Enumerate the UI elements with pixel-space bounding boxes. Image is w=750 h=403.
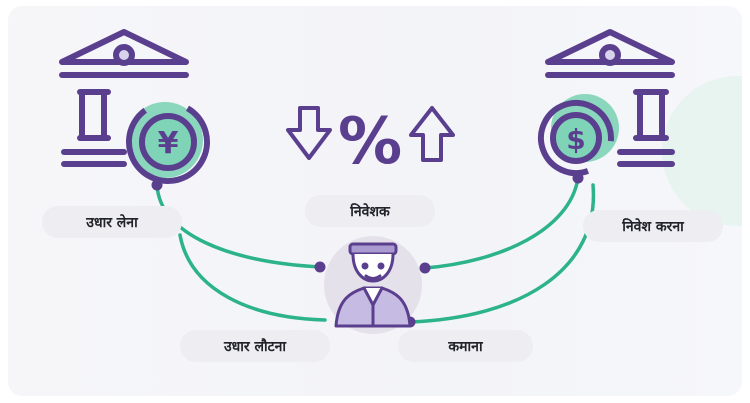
dollar-symbol: $ — [566, 123, 585, 156]
label-borrow: उधार लेना — [42, 206, 182, 238]
yen-coin-face — [139, 113, 197, 171]
investor-right-dot — [419, 262, 431, 274]
investor-person-icon — [334, 242, 412, 328]
repay-flow-line — [178, 233, 327, 322]
label-investor: निवेशक — [305, 195, 435, 227]
arrow-up-icon — [409, 106, 455, 162]
dollar-coin-face — [550, 112, 602, 164]
arrow-down-icon — [286, 106, 332, 160]
yen-symbol: ¥ — [158, 126, 179, 161]
dollar-coin-ring — [538, 100, 614, 176]
bank-icon — [545, 29, 675, 167]
label-invest: निवेश करना — [583, 210, 723, 242]
yen-coin-ring — [126, 100, 210, 184]
flow-endpoints — [151, 172, 584, 328]
label-repay: उधार लौटना — [180, 330, 330, 362]
label-earn: कमाना — [398, 330, 533, 362]
invest-flow-line — [423, 176, 580, 270]
investor-left-dot — [314, 261, 326, 273]
bank-icon — [59, 29, 189, 167]
percent-symbol: % — [338, 105, 402, 179]
borrow-flow-line — [155, 183, 322, 269]
